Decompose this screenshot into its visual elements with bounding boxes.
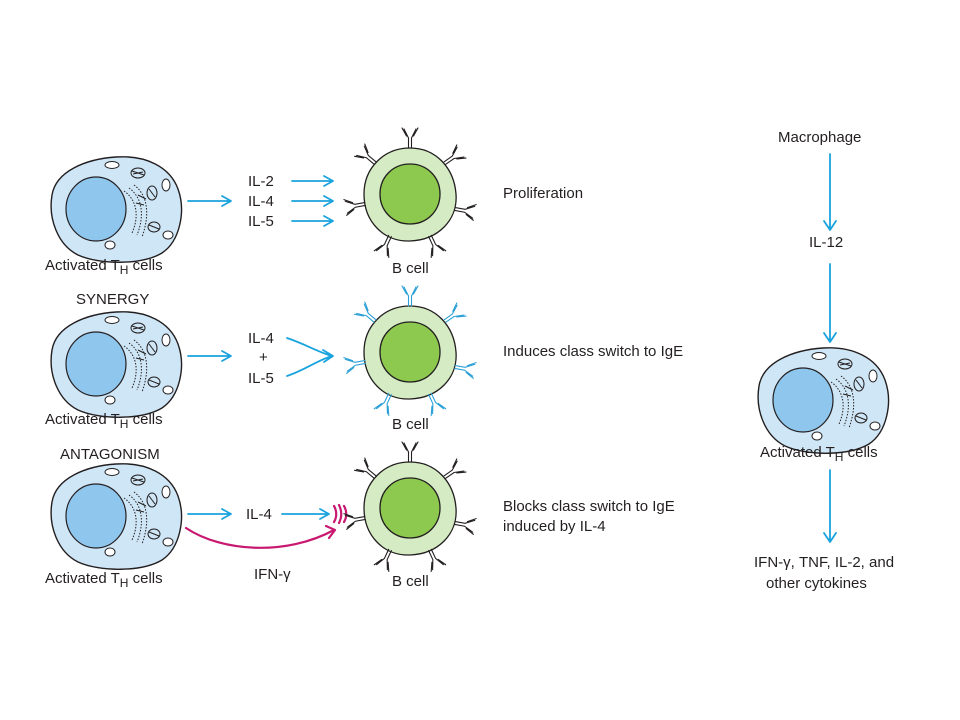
cytokine-il5: IL-5 [248, 213, 274, 230]
row-antagonism: ANTAGONISM Activated TH cells IL-4 IFN-γ… [45, 442, 675, 590]
cytokine-il4-synergy: IL-4 [248, 330, 274, 347]
secretion-arrow-3 [187, 508, 232, 520]
b-cell-2-ige [344, 286, 476, 416]
heading-synergy: SYNERGY [76, 291, 149, 308]
il12-arrow [823, 263, 837, 343]
activated-th-cell-right [757, 347, 890, 454]
activated-th-cell-3 [50, 463, 183, 570]
macrophage-arrow [823, 153, 837, 231]
secretion-arrow-1 [187, 195, 232, 207]
th-cell-label-1: Activated TH cells [45, 257, 163, 277]
cytokine-arrow-il4 [291, 195, 334, 207]
th-cell-label-right: Activated TH cells [760, 444, 878, 464]
outcome-blocks-line-2: induced by IL-4 [503, 518, 606, 535]
row-proliferation: Activated TH cells IL-2 IL-4 IL-5 B cell… [45, 128, 583, 277]
heading-antagonism: ANTAGONISM [60, 446, 160, 463]
ifn-gamma-arrow [184, 524, 337, 549]
products-line-2: other cytokines [766, 575, 867, 592]
macrophage-label: Macrophage [778, 129, 861, 146]
products-arrow [823, 469, 837, 543]
b-cell-3 [344, 442, 476, 572]
outcome-blocks-line-1: Blocks class switch to IgE [503, 498, 675, 515]
cytokine-arrow-il2 [291, 175, 334, 187]
inhibitor-ifn-gamma: IFN-γ [254, 566, 291, 583]
b-cell-label-1: B cell [392, 260, 429, 277]
activated-th-cell-1 [50, 156, 183, 263]
b-cell-label-3: B cell [392, 573, 429, 590]
b-cell-1 [344, 128, 476, 258]
macrophage-pathway: Macrophage IL-12 Activated TH cells IFN-… [754, 129, 894, 592]
row-synergy: SYNERGY Activated TH cells IL-4 + IL-5 B… [45, 286, 683, 433]
plus-sign: + [259, 349, 268, 366]
activated-th-cell-2 [50, 311, 183, 418]
cytokine-arrow-il5 [291, 215, 334, 227]
products-line-1: IFN-γ, TNF, IL-2, and [754, 554, 894, 571]
cytokine-il4-antagonism: IL-4 [246, 506, 272, 523]
b-cell-label-2: B cell [392, 416, 429, 433]
th-cell-label-3: Activated TH cells [45, 570, 163, 590]
cytokine-il2: IL-2 [248, 173, 274, 190]
cytokine-il4: IL-4 [248, 193, 274, 210]
cytokine-arrow-il4-antagonism [281, 508, 330, 520]
cytokine-il12: IL-12 [809, 234, 843, 251]
outcome-class-switch: Induces class switch to IgE [503, 343, 683, 360]
outcome-proliferation: Proliferation [503, 185, 583, 202]
cytokine-il5-synergy: IL-5 [248, 370, 274, 387]
secretion-arrow-2 [187, 350, 232, 362]
converging-arrow [286, 337, 334, 377]
th-cell-label-2: Activated TH cells [45, 411, 163, 431]
